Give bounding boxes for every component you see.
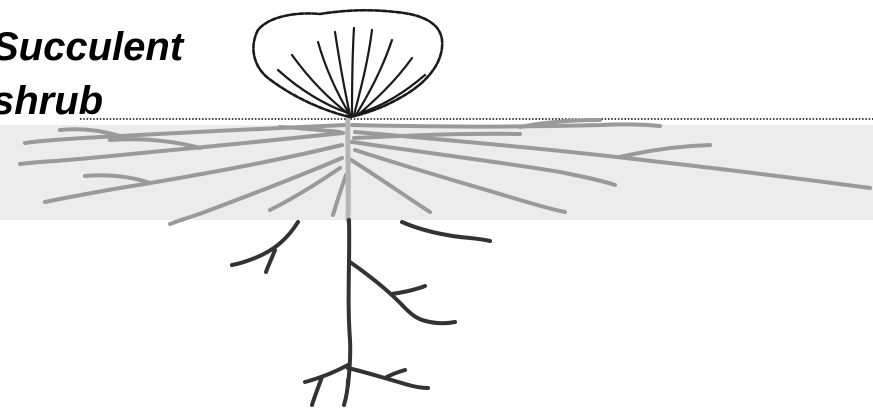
succulent-shrub-canopy: [253, 10, 442, 117]
root-crown: [348, 110, 349, 220]
diagram-title-line-2: shrub: [0, 81, 103, 121]
deep-taproot: [232, 220, 490, 405]
canopy-stems: [278, 28, 425, 115]
diagram-title-line-1: Succulent: [0, 27, 183, 67]
